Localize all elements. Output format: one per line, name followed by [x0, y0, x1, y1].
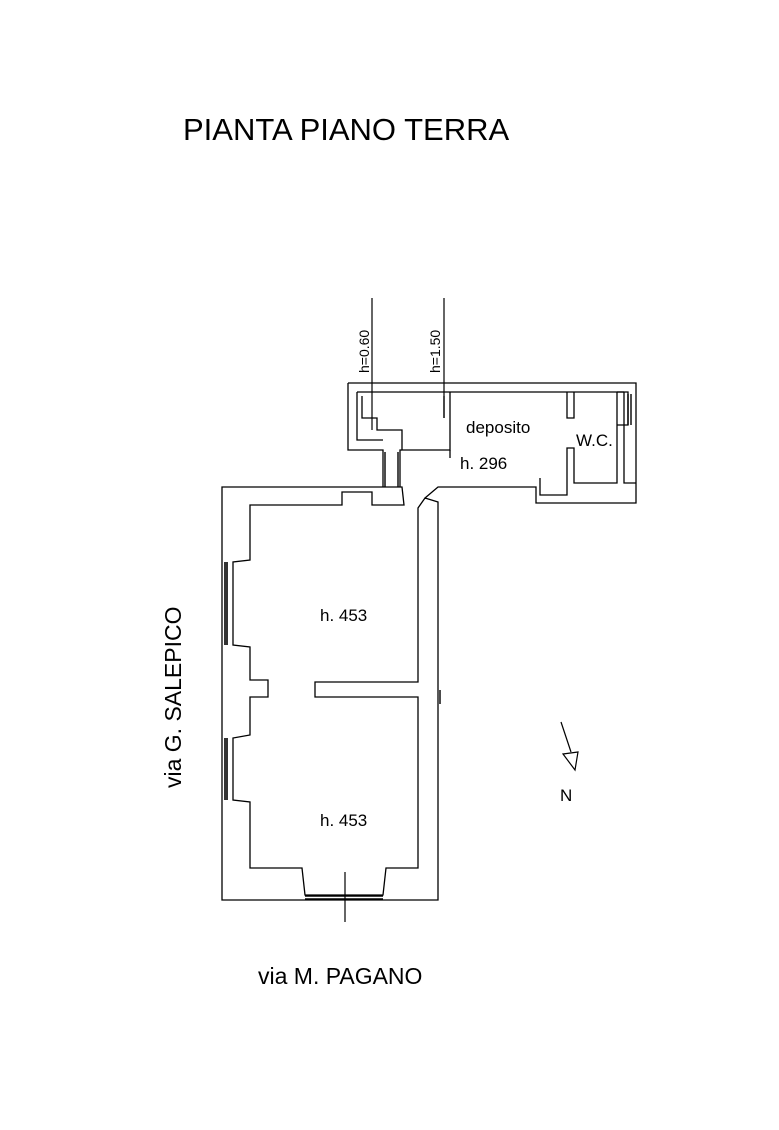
- street-label-west: via G. SALEPICO: [160, 606, 186, 788]
- north-arrow-icon: [560, 721, 579, 772]
- section-label-right: h=1.50: [427, 330, 443, 373]
- outer-walls: [221, 382, 637, 901]
- section-label-left: h=0.60: [356, 330, 372, 373]
- room-label-wc: W.C.: [576, 431, 613, 450]
- passage-marks: [384, 394, 632, 704]
- north-label: N: [560, 786, 572, 805]
- west-windows: [224, 562, 228, 800]
- south-entrance: [305, 872, 383, 922]
- room-height-deposito: h. 296: [460, 454, 507, 473]
- room-height-upper: h. 453: [320, 606, 367, 625]
- room-height-lower: h. 453: [320, 811, 367, 830]
- street-label-south: via M. PAGANO: [258, 963, 422, 989]
- room-label-deposito: deposito: [466, 418, 530, 437]
- plan-title: PIANTA PIANO TERRA: [183, 112, 509, 147]
